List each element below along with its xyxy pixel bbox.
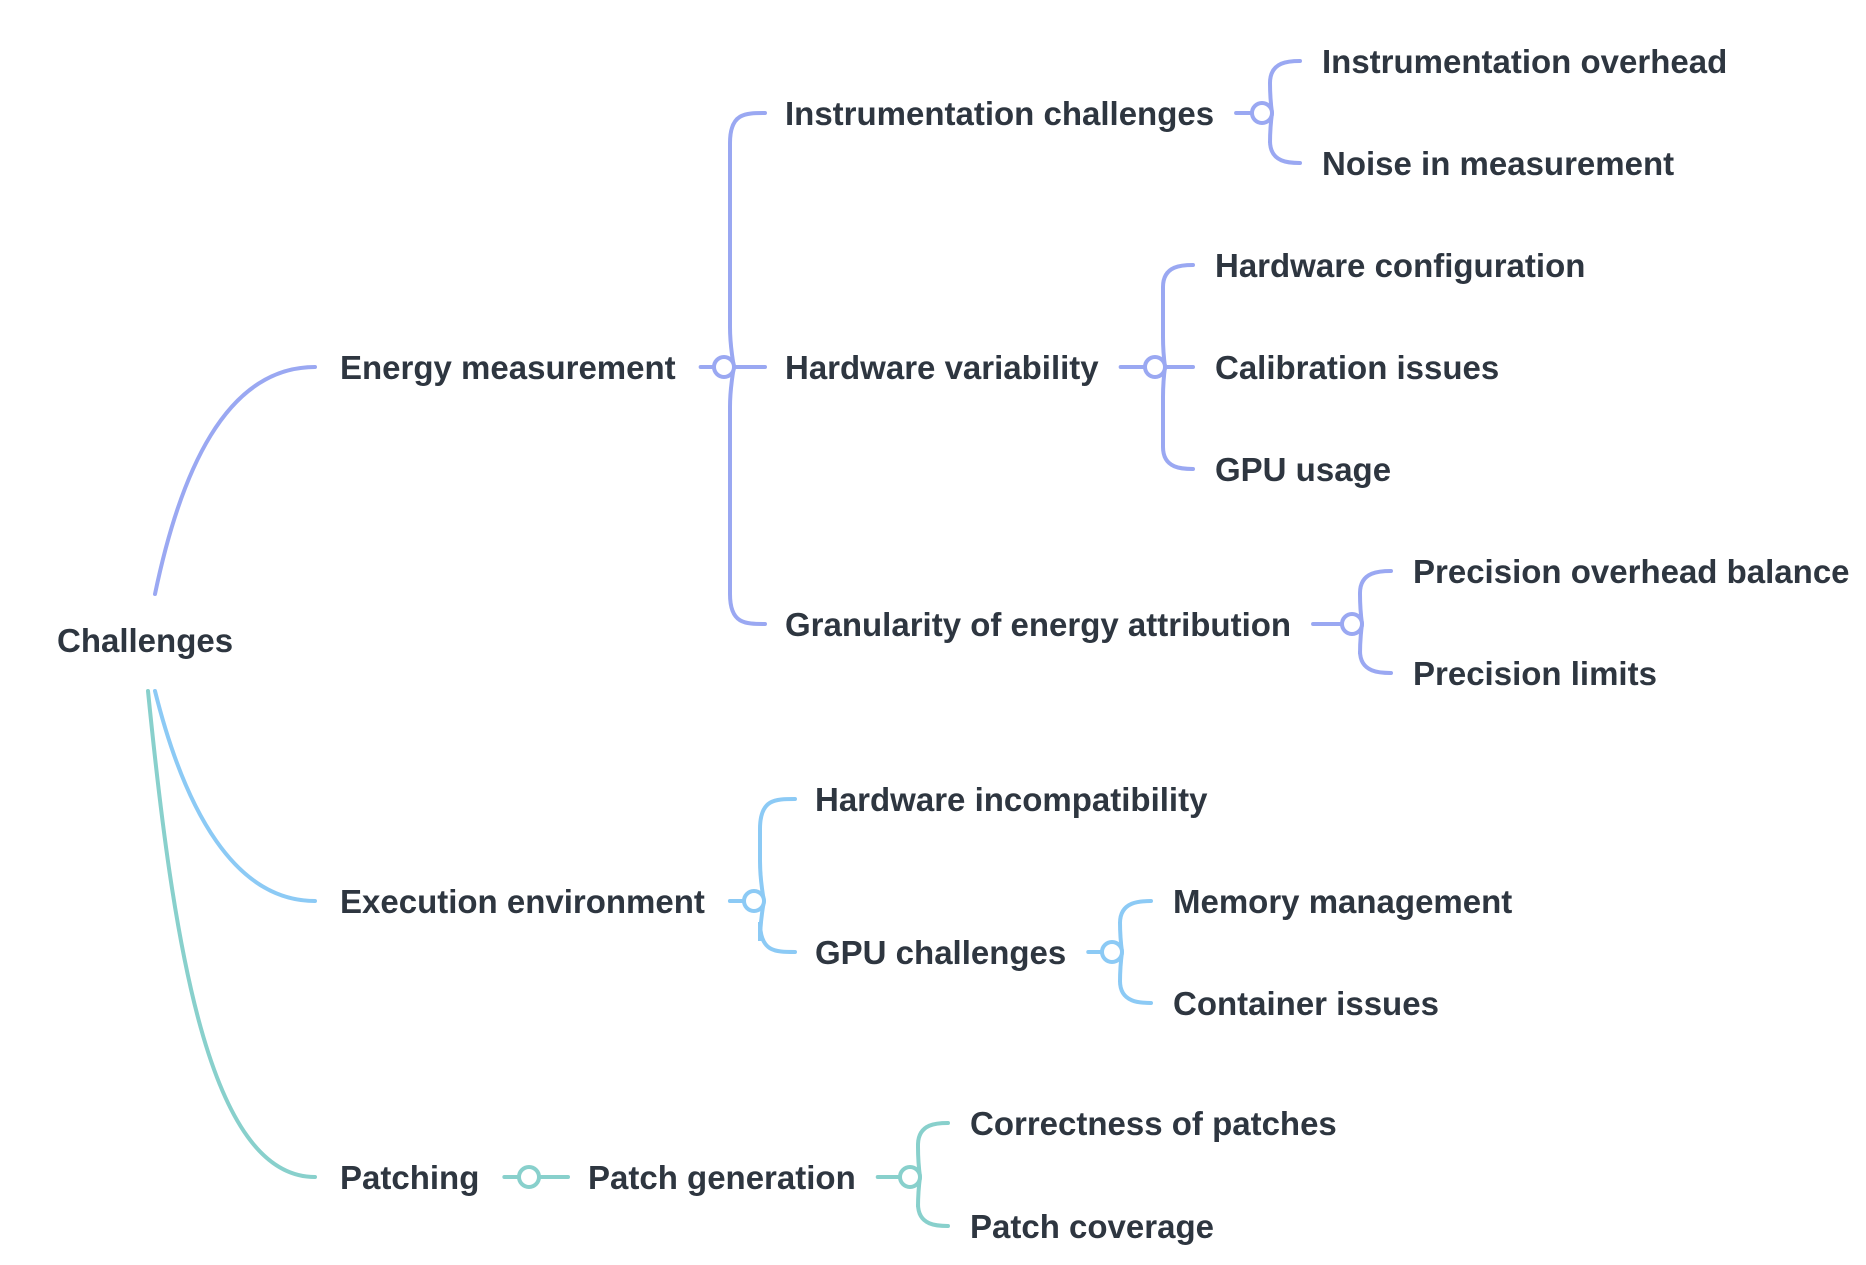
branch-node-label[interactable]: Execution environment [340,883,705,920]
subtopic-node-label[interactable]: Hardware incompatibility [815,781,1208,818]
leaf-edge [1118,899,1153,954]
subtopic-node-label[interactable]: GPU challenges [815,934,1066,971]
subtopic-node-label[interactable]: Granularity of energy attribution [785,606,1291,643]
leaf-node-label[interactable]: Precision overhead balance [1413,553,1850,590]
leaf-edge [1161,365,1195,471]
subtopic-collapse-toggle[interactable] [1100,940,1124,964]
root-edge-execution [153,689,317,903]
child-edge [728,365,767,626]
leaf-edge [1358,569,1393,626]
connector-layer [146,59,1393,1228]
subtopic-node-label[interactable]: Hardware variability [785,349,1099,386]
branch-collapse-toggle[interactable] [742,889,766,913]
branch-node-label[interactable]: Patching [340,1159,479,1196]
child-edge [758,797,797,903]
root-edge-energy [153,365,317,596]
leaf-edge [1268,111,1302,165]
leaf-node-label[interactable]: Container issues [1173,985,1439,1022]
leaf-node-label[interactable]: GPU usage [1215,451,1391,488]
leaf-node-label[interactable]: Hardware configuration [1215,247,1585,284]
subtopic-collapse-toggle[interactable] [1143,355,1167,379]
leaf-edge [1118,950,1153,1005]
leaf-edge [916,1175,950,1228]
leaf-edge [1161,263,1195,369]
leaf-edge [1358,622,1393,675]
leaf-edge [916,1121,950,1179]
leaf-node-label[interactable]: Calibration issues [1215,349,1499,386]
root-edge-patching [146,689,317,1179]
leaf-node-label[interactable]: Instrumentation overhead [1322,43,1727,80]
leaf-node-label[interactable]: Noise in measurement [1322,145,1674,182]
subtopic-collapse-toggle[interactable] [898,1165,922,1189]
leaf-node-label[interactable]: Patch coverage [970,1208,1214,1245]
child-edge [728,111,767,369]
leaf-node-label[interactable]: Precision limits [1413,655,1657,692]
branch-collapse-toggle[interactable] [712,355,736,379]
subtopic-collapse-toggle[interactable] [1250,101,1274,125]
branch-collapse-toggle[interactable] [517,1165,541,1189]
leaf-node-label[interactable]: Memory management [1173,883,1512,920]
leaf-node-label[interactable]: Correctness of patches [970,1105,1337,1142]
collapse-toggle-layer [517,101,1364,1189]
label-layer: Challenges Energy measurement Instrumentat… [57,43,1850,1245]
branch-node-label[interactable]: Energy measurement [340,349,676,386]
subtopic-collapse-toggle[interactable] [1340,612,1364,636]
root-node-label[interactable]: Challenges [57,622,233,659]
subtopic-node-label[interactable]: Patch generation [588,1159,856,1196]
child-edge [758,899,797,954]
leaf-edge [1267,59,1302,115]
subtopic-node-label[interactable]: Instrumentation challenges [785,95,1214,132]
